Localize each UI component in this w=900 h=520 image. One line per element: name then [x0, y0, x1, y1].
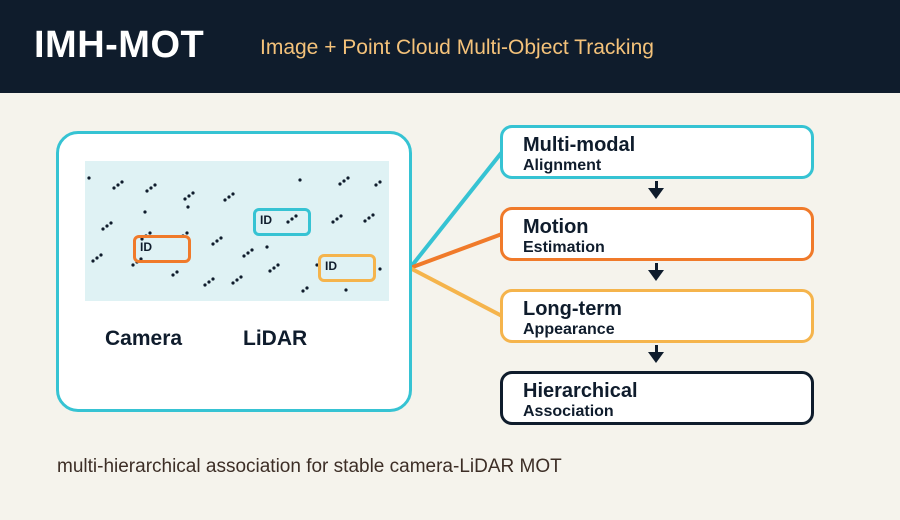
step-longterm-appearance: Long-term Appearance	[500, 289, 814, 343]
point-dot-60	[305, 286, 309, 290]
app-title: IMH-MOT	[34, 24, 205, 66]
point-dot-66	[378, 267, 382, 271]
step-title: Motion	[523, 216, 589, 238]
point-dot-11	[227, 195, 231, 199]
header-bar: IMH-MOT Image + Point Cloud Multi-Object…	[0, 0, 900, 93]
point-dot-18	[378, 180, 382, 184]
point-dot-48	[171, 273, 175, 277]
point-dot-15	[342, 179, 346, 183]
point-dot-59	[301, 289, 305, 293]
point-dot-19	[101, 227, 105, 231]
point-dot-32	[250, 248, 254, 252]
id-label: ID	[140, 240, 152, 254]
point-dot-1	[112, 186, 116, 190]
point-dot-33	[286, 220, 290, 224]
point-dot-34	[290, 217, 294, 221]
connector-to-motion	[409, 232, 503, 270]
point-cloud-dots	[87, 176, 382, 293]
point-dot-61	[344, 288, 348, 292]
point-dot-13	[298, 178, 302, 182]
point-dot-49	[175, 270, 179, 274]
step-motion-estimation: Motion Estimation	[500, 207, 814, 261]
caption: multi-hierarchical association for stabl…	[57, 456, 562, 477]
point-dot-40	[367, 216, 371, 220]
point-dot-47	[139, 257, 143, 261]
step-multimodal-alignment: Multi-modal Alignment	[500, 125, 814, 179]
step-subtitle: Association	[523, 403, 614, 420]
point-dot-0	[87, 176, 91, 180]
point-dot-4	[145, 189, 149, 193]
point-dot-37	[335, 217, 339, 221]
id-label: ID	[325, 259, 337, 273]
point-dot-57	[272, 266, 276, 270]
point-dot-53	[231, 281, 235, 285]
lidar-label: LiDAR	[243, 327, 308, 350]
point-dot-44	[99, 253, 103, 257]
point-dot-17	[374, 183, 378, 187]
id-box-teal: ID	[253, 208, 311, 236]
point-dot-35	[294, 214, 298, 218]
point-dot-52	[211, 277, 215, 281]
point-dot-27	[211, 242, 215, 246]
point-dot-12	[231, 192, 235, 196]
point-dot-62	[143, 210, 147, 214]
point-dot-45	[131, 263, 135, 267]
step-title: Hierarchical	[523, 380, 638, 402]
point-dot-54	[235, 278, 239, 282]
point-dot-3	[120, 180, 124, 184]
point-dot-55	[239, 275, 243, 279]
sensor-panel: ID ID ID Camera LiDAR	[56, 131, 412, 412]
point-dot-14	[338, 182, 342, 186]
point-dot-42	[91, 259, 95, 263]
step-subtitle: Appearance	[523, 321, 615, 338]
point-dot-9	[191, 191, 195, 195]
point-dot-65	[315, 263, 319, 267]
point-dot-10	[223, 198, 227, 202]
point-dot-41	[371, 213, 375, 217]
point-dot-29	[219, 236, 223, 240]
step-subtitle: Alignment	[523, 157, 602, 174]
point-cloud-view: ID ID ID	[85, 161, 389, 301]
point-dot-24	[148, 231, 152, 235]
point-dot-7	[183, 197, 187, 201]
point-dot-22	[140, 237, 144, 241]
camera-label: Camera	[105, 327, 183, 350]
connector-to-multimodal	[408, 150, 504, 270]
point-dot-26	[185, 231, 189, 235]
point-dot-6	[153, 183, 157, 187]
point-dot-38	[339, 214, 343, 218]
app-subtitle: Image + Point Cloud Multi-Object Trackin…	[260, 36, 654, 59]
point-dot-64	[265, 245, 269, 249]
id-label: ID	[260, 213, 272, 227]
step-subtitle: Estimation	[523, 239, 605, 256]
point-dot-5	[149, 186, 153, 190]
point-dot-20	[105, 224, 109, 228]
point-dot-8	[187, 194, 191, 198]
step-hierarchical-association: Hierarchical Association	[500, 371, 814, 425]
point-dot-16	[346, 176, 350, 180]
point-dot-36	[331, 220, 335, 224]
connector-to-longterm	[409, 266, 503, 318]
step-title: Multi-modal	[523, 134, 636, 156]
point-dot-56	[268, 269, 272, 273]
point-dot-21	[109, 221, 113, 225]
id-box-yellow: ID	[318, 254, 376, 282]
point-dot-31	[246, 251, 250, 255]
id-box-orange: ID	[133, 235, 191, 263]
point-dot-39	[363, 219, 367, 223]
point-dot-30	[242, 254, 246, 258]
step-title: Long-term	[523, 298, 622, 320]
point-dot-58	[276, 263, 280, 267]
point-dot-2	[116, 183, 120, 187]
point-dot-51	[207, 280, 211, 284]
point-dot-63	[186, 205, 190, 209]
point-dot-43	[95, 256, 99, 260]
point-dot-50	[203, 283, 207, 287]
point-dot-28	[215, 239, 219, 243]
